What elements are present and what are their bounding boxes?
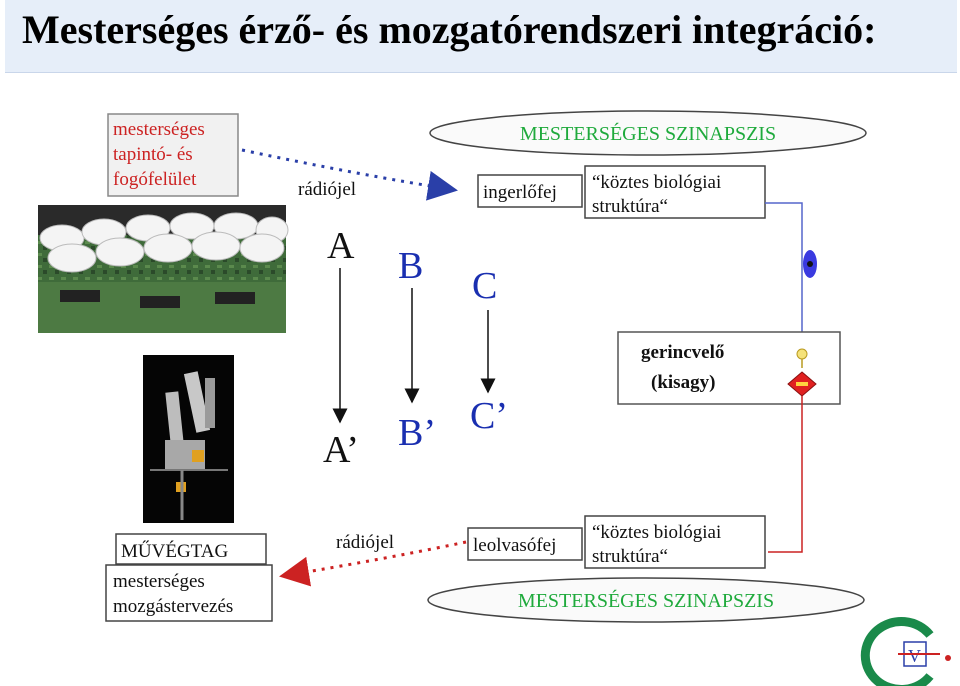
tactile-surface-box: mesterséges tapintó- és fogófelület [108, 114, 238, 196]
tactile-line-1: mesterséges [113, 119, 205, 140]
spinal-line-1: gerincvelő [641, 342, 724, 363]
stimulator-head-label: ingerlőfej [483, 182, 557, 203]
biological-bottom-line-2: struktúra“ [592, 546, 668, 567]
motion-line-2: mozgástervezés [113, 596, 233, 617]
motion-line-1: mesterséges [113, 571, 205, 592]
logo-letter: V [908, 646, 921, 666]
biological-structure-box-top: “köztes biológiai struktúra“ [585, 166, 765, 218]
tactile-sensor-photo [38, 205, 288, 333]
robotic-hand-photo [143, 355, 234, 523]
letter-a-prime: A’ [323, 429, 359, 471]
letter-c-prime: C’ [470, 395, 508, 437]
biological-bottom-line-1: “köztes biológiai [592, 522, 721, 543]
biological-top-line-2: struktúra“ [592, 196, 668, 217]
synapse-label-top: MESTERSÉGES SZINAPSZIS [520, 122, 776, 145]
spinal-cord-box: gerincvelő (kisagy) [618, 332, 840, 404]
stimulator-head-box: ingerlőfej [478, 175, 582, 207]
spinal-line-2: (kisagy) [651, 372, 715, 393]
letter-c: C [472, 265, 497, 307]
tactile-line-2: tapintó- és [113, 144, 193, 165]
reader-head-label: leolvasófej [473, 535, 556, 556]
prosthesis-label: MŰVÉGTAG [121, 540, 228, 562]
letter-b: B [398, 245, 423, 287]
biological-structure-box-bottom: “köztes biológiai struktúra“ [585, 516, 765, 568]
radio-label-bottom: rádiójel [336, 532, 394, 553]
letter-a: A [327, 225, 355, 267]
prosthesis-box: MŰVÉGTAG [116, 534, 266, 564]
efferent-line [768, 396, 802, 552]
radio-label-top: rádiójel [298, 179, 356, 200]
afferent-line [765, 203, 802, 340]
logo: V [865, 622, 951, 686]
biological-top-line-1: “köztes biológiai [592, 172, 721, 193]
letter-b-prime: B’ [398, 412, 436, 454]
synapse-label-bottom: MESTERSÉGES SZINAPSZIS [518, 589, 774, 612]
reader-head-box: leolvasófej [468, 528, 582, 560]
tactile-line-3: fogófelület [113, 169, 197, 190]
synapse-ellipse-bottom: MESTERSÉGES SZINAPSZIS [428, 578, 864, 622]
synapse-ellipse-top: MESTERSÉGES SZINAPSZIS [430, 111, 866, 155]
motion-planning-box: mesterséges mozgástervezés [106, 565, 272, 621]
